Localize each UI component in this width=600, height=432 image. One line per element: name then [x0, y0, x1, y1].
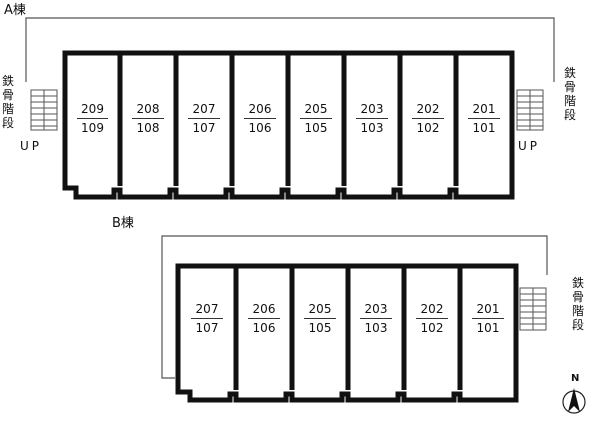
- unit-divider: [416, 318, 448, 319]
- north-arrow-icon: [562, 388, 586, 414]
- unit-divider: [472, 318, 504, 319]
- unit-upper-number: 205: [304, 102, 328, 116]
- unit-a-7: 202 102: [400, 103, 456, 137]
- stairs-label-a-right: 鉄骨階段: [563, 66, 576, 122]
- unit-b-3: 205 105: [292, 303, 348, 337]
- unit-lower-number: 106: [248, 121, 272, 135]
- unit-divider: [248, 318, 280, 319]
- unit-upper-number: 201: [472, 102, 496, 116]
- unit-a-6: 203 103: [344, 103, 400, 137]
- unit-lower-number: 103: [360, 121, 384, 135]
- unit-divider: [412, 118, 444, 119]
- unit-lower-number: 102: [420, 321, 444, 335]
- unit-upper-number: 203: [360, 102, 384, 116]
- unit-divider: [300, 118, 332, 119]
- unit-divider: [188, 118, 220, 119]
- unit-divider: [244, 118, 276, 119]
- up-label-a-right: UP: [518, 139, 541, 153]
- unit-a-1: 209 109: [65, 103, 120, 137]
- stairs-label-b-right: 鉄骨階段: [571, 276, 584, 332]
- stairs-label-a-left: 鉄骨階段: [1, 74, 14, 130]
- unit-lower-number: 101: [476, 321, 500, 335]
- unit-lower-number: 109: [81, 121, 104, 135]
- unit-lower-number: 102: [416, 121, 440, 135]
- unit-a-3: 207 107: [176, 103, 232, 137]
- unit-lower-number: 107: [195, 321, 219, 335]
- unit-a-2: 208 108: [120, 103, 176, 137]
- unit-divider: [190, 318, 224, 319]
- unit-upper-number: 207: [195, 302, 219, 316]
- unit-divider: [304, 318, 336, 319]
- unit-divider: [468, 118, 500, 119]
- unit-lower-number: 108: [136, 121, 160, 135]
- unit-lower-number: 105: [304, 121, 328, 135]
- building-a-stairs-right: [516, 89, 544, 131]
- unit-divider: [132, 118, 164, 119]
- unit-divider: [360, 318, 392, 319]
- building-b-outline: [161, 235, 548, 379]
- unit-a-4: 206 106: [232, 103, 288, 137]
- unit-upper-number: 202: [416, 102, 440, 116]
- building-a-stairs-left: [30, 89, 58, 131]
- unit-upper-number: 207: [192, 102, 216, 116]
- north-label: N: [571, 373, 580, 384]
- building-b-label: B棟: [112, 216, 134, 231]
- unit-lower-number: 101: [472, 121, 496, 135]
- unit-b-4: 203 103: [348, 303, 404, 337]
- unit-divider: [77, 118, 108, 119]
- up-label-a-left: UP: [20, 139, 43, 153]
- unit-lower-number: 103: [364, 321, 388, 335]
- unit-b-2: 206 106: [236, 303, 292, 337]
- unit-upper-number: 208: [136, 102, 160, 116]
- unit-a-5: 205 105: [288, 103, 344, 137]
- building-a-label: A棟: [4, 3, 26, 18]
- unit-upper-number: 205: [308, 302, 332, 316]
- unit-upper-number: 209: [81, 102, 104, 116]
- unit-upper-number: 202: [420, 302, 444, 316]
- unit-a-8: 201 101: [456, 103, 512, 137]
- building-b-walls: [175, 263, 519, 403]
- unit-upper-number: 206: [248, 102, 272, 116]
- unit-upper-number: 203: [364, 302, 388, 316]
- building-a-outline: [25, 17, 555, 82]
- unit-b-6: 201 101: [460, 303, 516, 337]
- building-b-stairs-right: [519, 287, 547, 331]
- building-a-walls: [62, 50, 515, 200]
- unit-upper-number: 206: [252, 302, 276, 316]
- unit-b-5: 202 102: [404, 303, 460, 337]
- unit-lower-number: 106: [252, 321, 276, 335]
- unit-lower-number: 107: [192, 121, 216, 135]
- unit-upper-number: 201: [476, 302, 500, 316]
- unit-lower-number: 105: [308, 321, 332, 335]
- unit-b-1: 207 107: [178, 303, 236, 337]
- unit-divider: [356, 118, 388, 119]
